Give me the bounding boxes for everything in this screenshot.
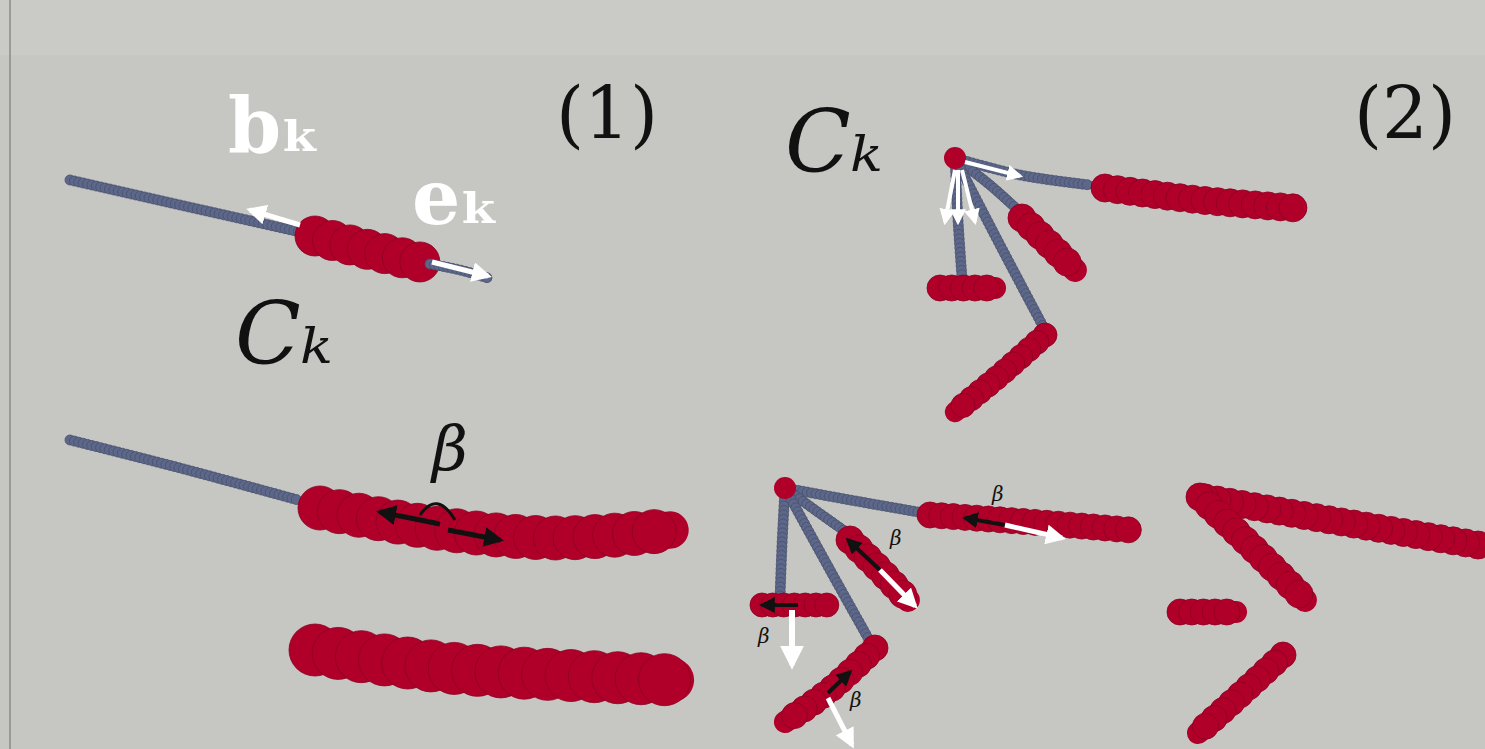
direction-arrow (848, 540, 880, 570)
rod-segment (927, 275, 1000, 301)
backbone-chain (425, 259, 492, 283)
backbone-chain-bead (1082, 180, 1092, 190)
branch-point (944, 147, 966, 169)
direction-arrow (965, 518, 1005, 525)
top-band (0, 0, 1485, 55)
backbone-chain-core (70, 180, 300, 232)
backbone-chain (950, 153, 1050, 334)
rod-segment-bead (974, 275, 1000, 301)
direction-arrow (956, 170, 960, 222)
angle-label: β (992, 484, 1004, 504)
backbone-chain-core (70, 440, 298, 500)
rod-segment-bead (1053, 248, 1081, 276)
direction-arrow (250, 210, 300, 225)
rod-segment (1008, 204, 1081, 276)
rod-segment (1191, 484, 1485, 559)
direction-arrow (789, 610, 795, 665)
direction-arrow (965, 162, 1020, 176)
rod-segment (1186, 483, 1313, 608)
chain-label: Cₖ (785, 98, 882, 184)
rod-segment (1167, 599, 1240, 625)
backbone-chain (65, 435, 301, 505)
rod-segment-bead (1192, 713, 1218, 739)
rod-segment-bead (638, 654, 690, 706)
direction-arrow (380, 512, 440, 524)
direction-arrow (828, 672, 850, 693)
rod-segment-bead (1279, 194, 1307, 222)
rod-segment (917, 502, 1141, 543)
direction-arrow (962, 170, 975, 222)
backbone-chain-core (785, 488, 872, 645)
panel-number: (1) (556, 78, 658, 150)
vector-label: eₖ (412, 160, 500, 236)
angle-label: β (432, 418, 468, 480)
direction-arrow (432, 262, 488, 276)
angle-label: β (850, 690, 862, 710)
backbone-chain-core (955, 158, 1045, 330)
angle-label: β (758, 626, 770, 646)
rod-segment (1091, 174, 1307, 222)
direction-arrow (880, 570, 915, 606)
rod-segment (951, 323, 1057, 417)
rod-segment (836, 526, 917, 608)
angle-arc (420, 504, 455, 520)
rod-segment-bead (1285, 580, 1313, 608)
backbone-chain (65, 175, 303, 237)
rod-segment-bead (782, 703, 808, 729)
chain-label: Cₖ (235, 290, 332, 376)
rod-segment-bead (1115, 517, 1141, 543)
rod-segment (1192, 642, 1296, 739)
rod-segment-bead (632, 510, 676, 554)
rod-segment-bead (951, 393, 975, 417)
rod-segment (289, 624, 690, 706)
branch-point (774, 477, 796, 499)
panel-number: (2) (1354, 78, 1456, 150)
rod-segment (298, 486, 676, 560)
rod-segment-bead (1214, 599, 1240, 625)
direction-arrow (828, 698, 852, 745)
direction-arrow (762, 603, 798, 607)
backbone-chain-core (785, 488, 846, 532)
vector-label: bₖ (228, 88, 321, 164)
direction-arrow (945, 170, 955, 222)
rod-segment-bead (815, 593, 839, 617)
direction-arrow (448, 530, 500, 540)
frame-line (9, 0, 11, 749)
angle-label: β (890, 528, 902, 548)
direction-arrow (1005, 525, 1062, 538)
